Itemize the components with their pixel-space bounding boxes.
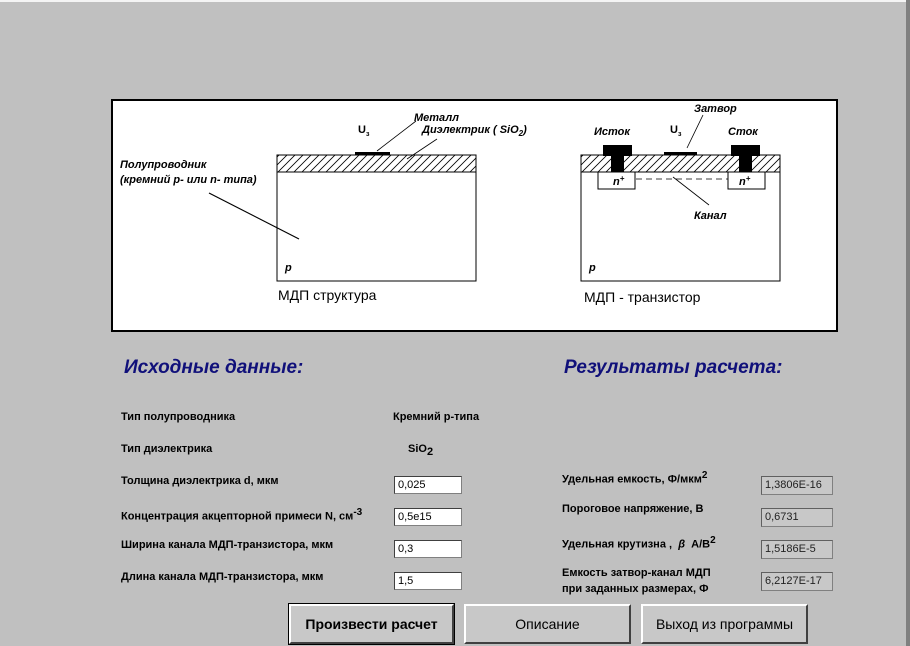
threshold-label: Пороговое напряжение, В: [562, 503, 704, 515]
metal-gate: [355, 152, 390, 155]
capacity-text: Удельная емкость, Ф/мкм: [562, 473, 702, 486]
concentration-input[interactable]: [394, 508, 462, 526]
capacity-label: Удельная емкость, Ф/мкм2: [562, 470, 707, 486]
channel-width-input[interactable]: [394, 540, 462, 558]
slope-sup: 2: [710, 535, 716, 546]
semiconductor-body: [276, 154, 477, 282]
metal-label: Металл: [414, 112, 459, 124]
dielectric-type-text: SiO: [408, 443, 427, 455]
u3-label-left: Uз: [358, 124, 370, 138]
thickness-label: Толщина диэлектрика d, мкм: [121, 475, 279, 487]
thickness-input[interactable]: [394, 476, 462, 494]
capacity-output: 1,3806E-16: [761, 476, 833, 495]
capacity-sup: 2: [701, 470, 708, 481]
metal-pointer: [376, 120, 417, 152]
mdp-transistor-drawing: Затвор Uз Исток Сток n+ n+ Канал p МДП -…: [580, 103, 781, 305]
channel-width-label: Ширина канала МДП-транзистора, мкм: [121, 539, 334, 551]
semiconductor-label-2: (кремний p- или n- типа): [120, 174, 257, 186]
gate-capacity-label-2: при заданных размерах, Ф: [562, 583, 709, 595]
gate-pointer: [686, 114, 704, 149]
channel-label: Канал: [694, 210, 727, 222]
semiconductor-pointer: [208, 192, 300, 240]
concentration-text: Концентрация акцепторной примеси N, см: [121, 510, 354, 523]
gate-label: Затвор: [694, 103, 737, 115]
semiconductor-type-value: Кремний р-типа: [393, 411, 480, 423]
u3-label-right: Uз: [670, 124, 682, 138]
gate-capacity-output: 6,2127E-17: [761, 572, 833, 591]
drain-contact: [731, 145, 760, 156]
slope-unit: А/В: [691, 538, 711, 551]
mdp-diagram: Uз Металл Диэлектрик ( SiO2) Полупроводн…: [111, 99, 838, 332]
dielectric-type-value: SiO2: [408, 443, 433, 458]
gate-capacity-label-1: Емкость затвор-канал МДП: [562, 567, 711, 579]
n-plus-left: n+: [613, 174, 625, 188]
slope-output: 1,5186E-5: [761, 540, 833, 559]
exit-button[interactable]: Выход из программы: [641, 604, 808, 644]
drain-contact-stem: [739, 155, 752, 172]
p-label-right: p: [588, 262, 596, 274]
beta-symbol: β: [678, 538, 686, 551]
window-top-edge: [0, 0, 910, 2]
channel-length-label: Длина канала МДП-транзистора, мкм: [121, 571, 324, 583]
dielectric-layer: [276, 154, 477, 173]
mdp-structure-drawing: Uз Металл Диэлектрик ( SiO2) Полупроводн…: [120, 112, 527, 303]
transistor-gate: [664, 152, 697, 155]
threshold-output: 0,6731: [761, 508, 833, 527]
p-label-left: p: [284, 262, 292, 274]
mdp-transistor-caption: МДП - транзистор: [584, 289, 701, 305]
concentration-label: Концентрация акцепторной примеси N, см-3: [121, 507, 362, 523]
drain-label: Сток: [728, 126, 759, 138]
source-contact-stem: [611, 155, 624, 172]
mdp-structure-caption: МДП структура: [278, 287, 377, 303]
n-plus-right: n+: [739, 174, 751, 188]
concentration-sup: -3: [353, 507, 363, 518]
results-heading: Результаты расчета:: [564, 357, 783, 378]
slope-label: Удельная крутизна , β А/В2: [562, 535, 716, 551]
channel-pointer: [672, 176, 710, 206]
channel-length-input[interactable]: [394, 572, 462, 590]
calculate-button[interactable]: Произвести расчет: [288, 603, 455, 645]
dielectric-type-sub: 2: [426, 446, 434, 459]
dielectric-pointer: [406, 138, 438, 160]
dielectric-type-label: Тип диэлектрика: [121, 443, 213, 455]
window-right-edge: [906, 0, 910, 646]
semiconductor-type-label: Тип полупроводника: [121, 411, 236, 423]
semiconductor-label-1: Полупроводник: [120, 159, 208, 171]
description-button[interactable]: Описание: [464, 604, 631, 644]
dielectric-label: Диэлектрик ( SiO2): [421, 124, 527, 138]
input-data-heading: Исходные данные:: [124, 357, 304, 378]
source-label: Исток: [594, 126, 631, 138]
slope-text: Удельная крутизна ,: [562, 538, 673, 551]
source-contact: [603, 145, 632, 156]
